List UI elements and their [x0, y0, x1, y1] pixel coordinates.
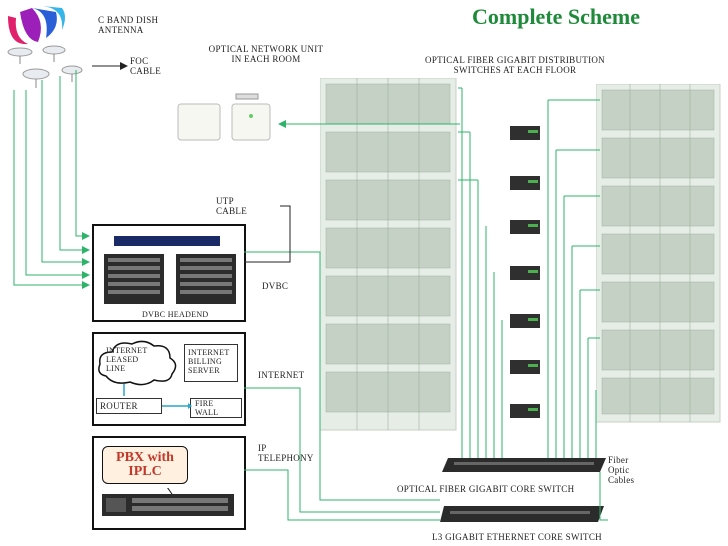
dish-icon	[61, 65, 83, 82]
logo	[8, 6, 65, 45]
building-right	[596, 84, 721, 423]
router-label: ROUTER	[100, 401, 138, 411]
internet-label: INTERNET	[258, 370, 305, 380]
ethernet-switch-label: L3 GIGABIT ETHERNET CORE SWITCH	[432, 532, 602, 542]
headend-racks-icon	[104, 254, 236, 304]
dish-antenna-group	[7, 45, 83, 88]
switch-icon	[510, 176, 540, 190]
switch-icon	[510, 266, 540, 280]
router-box: ROUTER	[96, 398, 162, 414]
headend-banner	[114, 236, 220, 246]
dish-icon	[42, 45, 66, 62]
page-title: Complete Scheme	[472, 4, 641, 29]
cloud-icon	[98, 340, 177, 386]
router-arrows	[123, 384, 192, 409]
building-left	[320, 78, 457, 431]
dish-icon	[22, 68, 50, 88]
switch-icon	[510, 360, 540, 374]
switch-icon	[510, 404, 540, 418]
switch-icon	[510, 314, 540, 328]
core-switch-label: OPTICAL FIBER GIGABIT CORE SWITCH	[397, 484, 575, 494]
distribution-switches	[510, 126, 540, 418]
dvbc-label: DVBC	[262, 281, 289, 291]
core-switches	[440, 458, 606, 522]
switch-icon	[510, 220, 540, 234]
dish-icon	[7, 47, 33, 64]
headend-label: DVBC HEADEND	[142, 310, 209, 319]
pbx-unit-icon	[102, 488, 234, 516]
switch-icon	[510, 126, 540, 140]
dvbc-headend-box: DVBC HEADEND	[92, 224, 246, 322]
onu-devices	[177, 93, 271, 141]
